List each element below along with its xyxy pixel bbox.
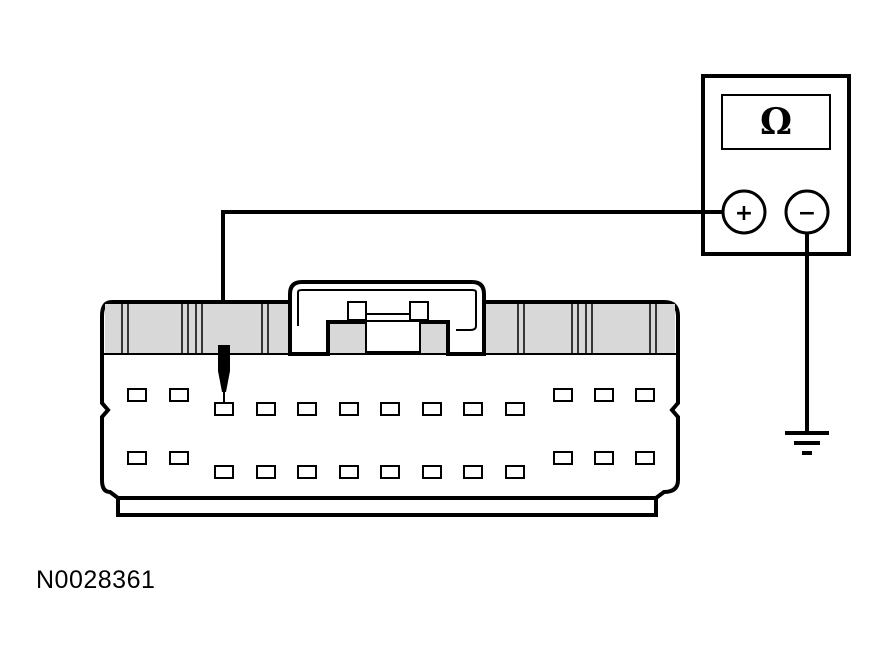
pin-cavity-top-8 xyxy=(422,402,442,416)
pin-cavity-bottom-5 xyxy=(297,465,317,479)
ohm-symbol: Ω xyxy=(760,101,792,143)
pin-cavity-bottom-8 xyxy=(422,465,442,479)
pin-cavity-bottom-4 xyxy=(256,465,276,479)
pin-cavity-bottom-7 xyxy=(380,465,400,479)
pin-cavity-top-4 xyxy=(256,402,276,416)
negative-terminal-label: − xyxy=(798,201,816,226)
ground-lead xyxy=(785,233,829,455)
meter-display xyxy=(721,94,831,150)
connector-pins xyxy=(127,388,655,479)
pin-cavity-top-1 xyxy=(127,388,147,402)
pin-cavity-bottom-2 xyxy=(169,451,189,465)
pin-cavity-bottom-9 xyxy=(463,465,483,479)
pin-cavity-bottom-10 xyxy=(505,465,525,479)
positive-terminal-label: + xyxy=(735,201,753,226)
pin-cavity-bottom-3 xyxy=(214,465,234,479)
pin-cavity-top-9 xyxy=(463,402,483,416)
pin-cavity-bottom-11 xyxy=(553,451,573,465)
pin-cavity-top-13 xyxy=(635,388,655,402)
figure-reference-id: N0028361 xyxy=(36,566,156,594)
pin-cavity-top-11 xyxy=(553,388,573,402)
ohmmeter: Ω + − xyxy=(701,74,851,256)
pin-cavity-top-6 xyxy=(339,402,359,416)
pin-cavity-bottom-12 xyxy=(594,451,614,465)
pin-cavity-top-12 xyxy=(594,388,614,402)
connector xyxy=(100,280,680,517)
pin-cavity-top-3 xyxy=(214,402,234,416)
pin-cavity-top-5 xyxy=(297,402,317,416)
pin-cavity-top-10 xyxy=(505,402,525,416)
pin-cavity-bottom-1 xyxy=(127,451,147,465)
locking-tab xyxy=(288,280,486,356)
pin-cavity-bottom-13 xyxy=(635,451,655,465)
test-probe xyxy=(218,345,230,404)
pin-cavity-bottom-6 xyxy=(339,465,359,479)
pin-cavity-top-2 xyxy=(169,388,189,402)
pin-cavity-top-7 xyxy=(380,402,400,416)
